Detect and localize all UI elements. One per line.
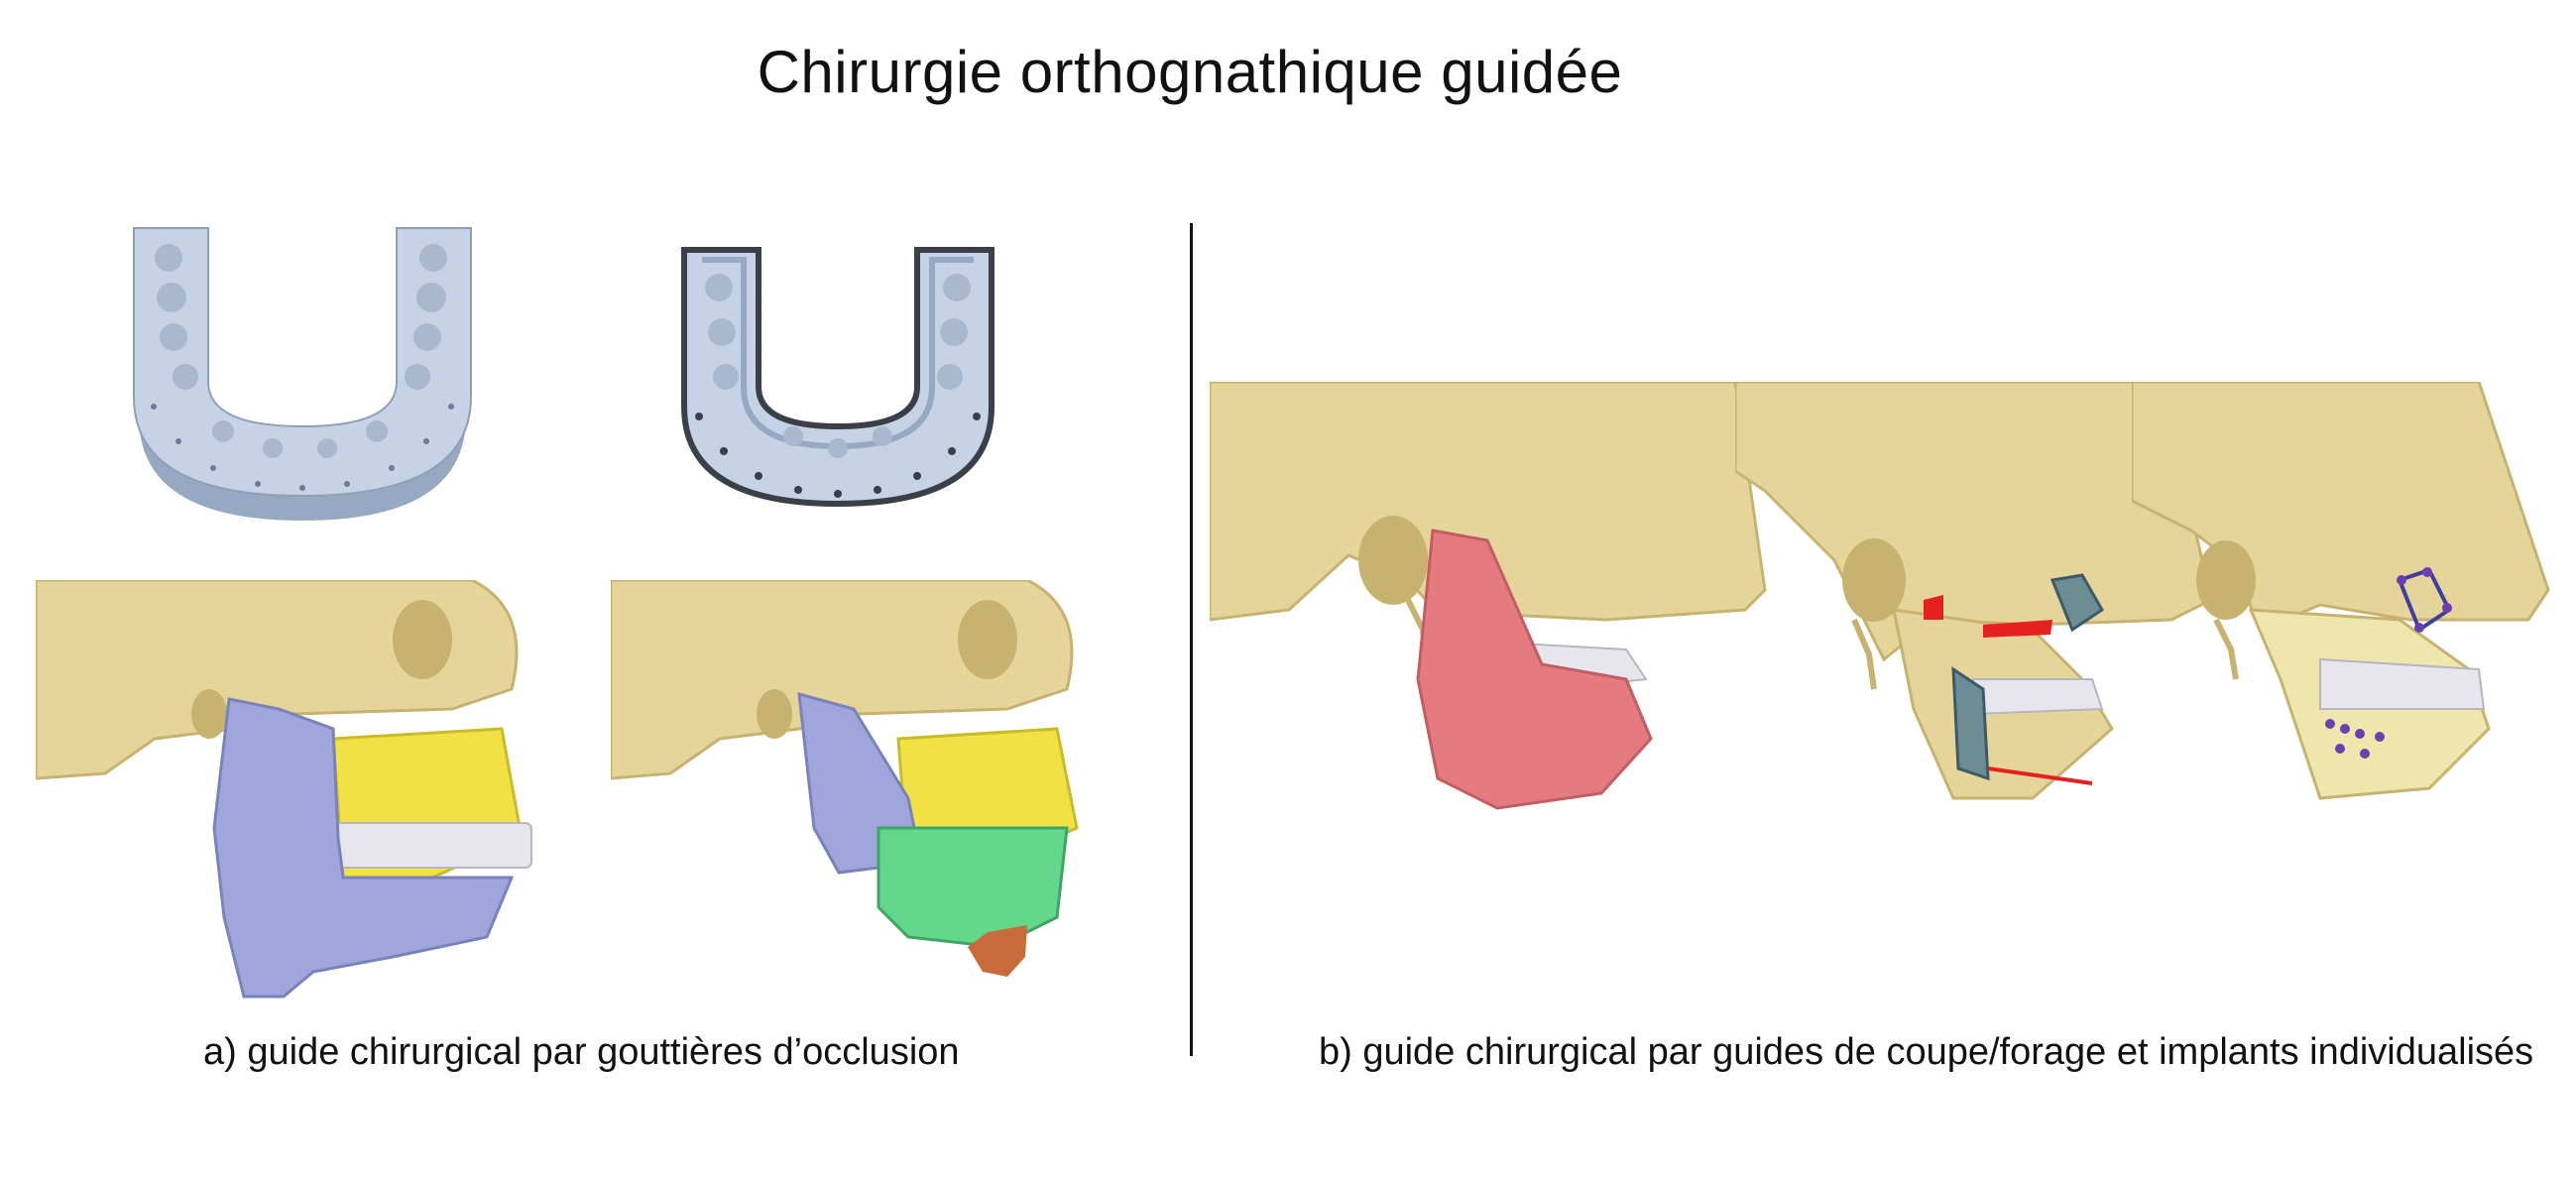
panel-a: a) guide chirurgical par gouttières d’oc… [0, 0, 1190, 1178]
skull-model-splint [36, 580, 532, 999]
occlusal-splint-2 [681, 247, 995, 508]
panel-b: b) guide chirurgical par guides de coupe… [1210, 0, 2576, 1178]
vertical-divider [1190, 223, 1193, 1056]
page-title: Chirurgie orthognathique guidée [757, 39, 1623, 105]
panel-b-caption: b) guide chirurgical par guides de coupe… [1319, 1031, 2534, 1073]
skull-model-implants [2132, 382, 2550, 800]
occlusal-splint-1 [133, 227, 472, 521]
skull-model-cutting-guides [1735, 382, 2213, 800]
skull-model-mandible [1210, 382, 1767, 810]
skull-model-segments [611, 580, 1079, 977]
panel-a-caption: a) guide chirurgical par gouttières d’oc… [203, 1031, 960, 1073]
